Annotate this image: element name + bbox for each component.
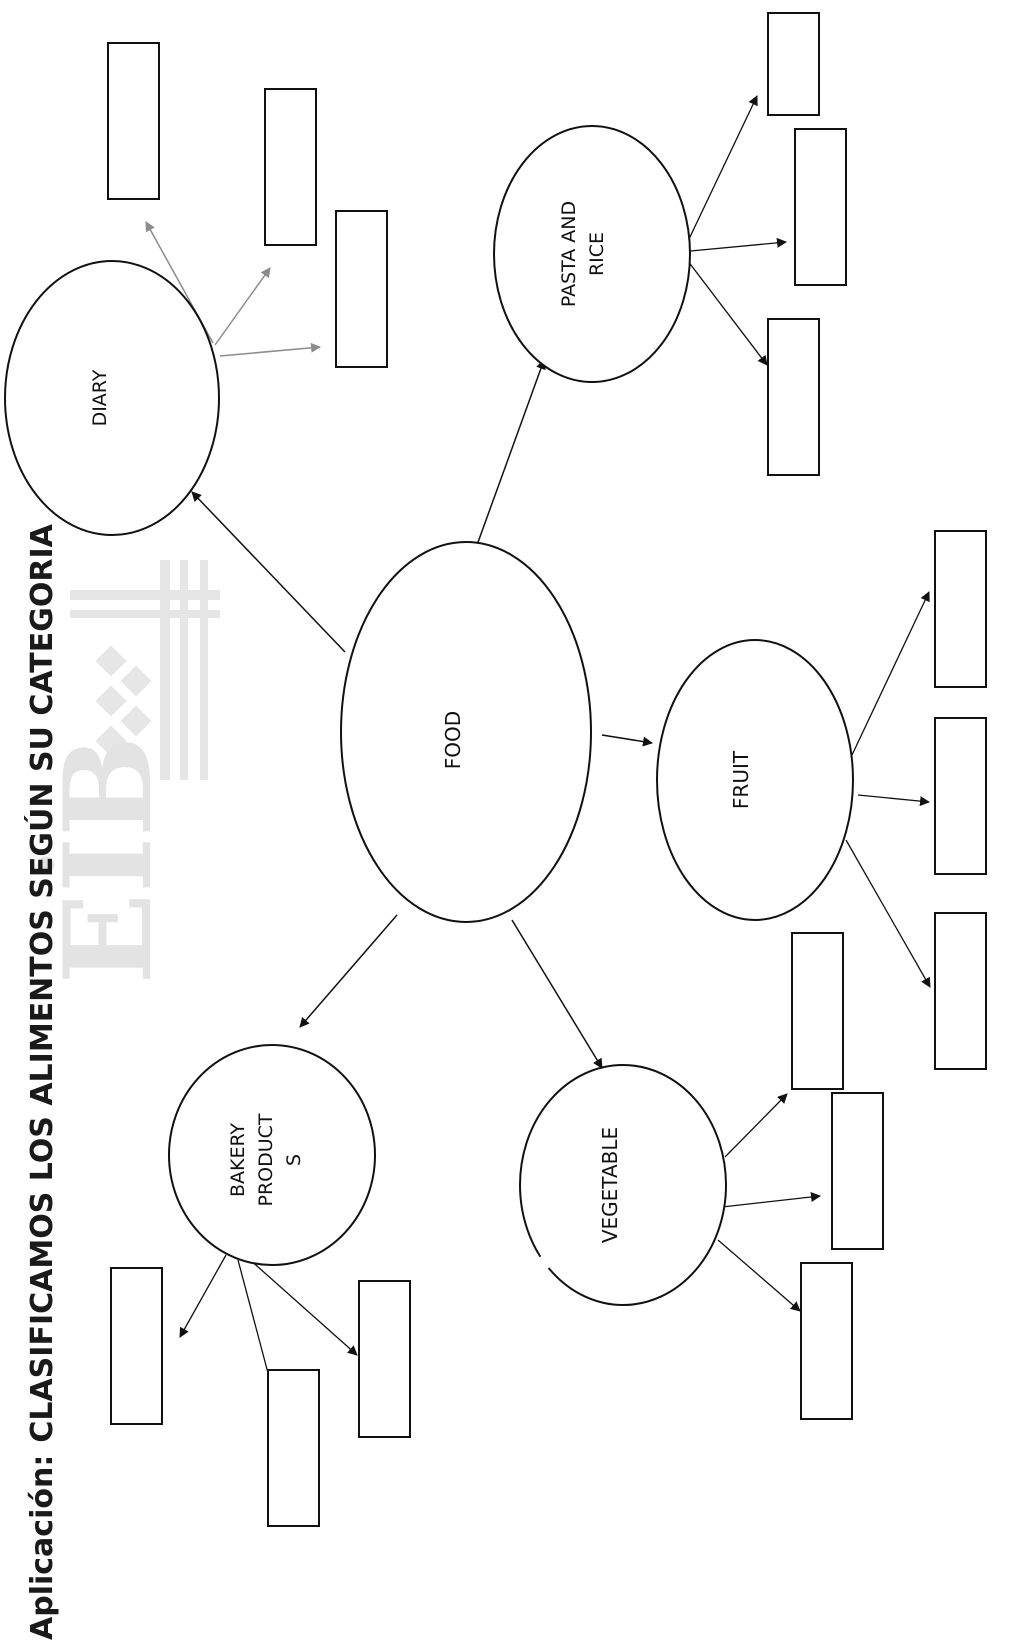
arrow-food-bakery <box>299 914 398 1028</box>
answer-box-pasta-3[interactable] <box>767 318 820 476</box>
bakery-label-line2: PRODUCT <box>255 1113 277 1206</box>
arrow-vegetable-box2 <box>721 1192 821 1208</box>
answer-box-vegetable-2[interactable] <box>831 1092 884 1250</box>
answer-box-fruit-1[interactable] <box>934 530 987 688</box>
arrow-fruit-box1 <box>851 591 930 756</box>
arrow-bakery-box1 <box>179 1254 227 1338</box>
node-pasta <box>493 125 691 383</box>
answer-box-diary-2[interactable] <box>264 88 317 246</box>
bakery-label-line3: S <box>283 1154 305 1166</box>
node-label-food: FOOD <box>441 711 465 769</box>
arrow-diary-box2 <box>214 267 271 346</box>
answer-box-fruit-2[interactable] <box>934 717 987 875</box>
node-diary <box>4 260 220 536</box>
answer-box-diary-3[interactable] <box>335 210 388 368</box>
title-text: CLASIFICAMOS LOS ALIMENTOS SEGÚN SU CATE… <box>23 523 60 1442</box>
arrow-fruit-box3 <box>845 839 931 988</box>
answer-box-bakery-1[interactable] <box>110 1267 163 1425</box>
answer-box-bakery-3[interactable] <box>358 1280 411 1438</box>
arrow-food-vegetable <box>511 919 603 1069</box>
node-bakery <box>168 1044 376 1266</box>
pasta-label-line2: RICE <box>586 232 608 276</box>
arrow-pasta-box2 <box>679 237 787 253</box>
node-fruit <box>656 639 854 921</box>
arrow-pasta-box3 <box>677 247 768 366</box>
node-label-pasta: PASTA AND RICE <box>558 201 608 307</box>
answer-box-fruit-3[interactable] <box>934 912 987 1070</box>
arrow-diary-box3 <box>219 342 321 357</box>
node-label-bakery: BAKERY PRODUCT S <box>227 1113 305 1206</box>
watermark-text: EİB <box>37 735 179 984</box>
vegetable-connectors <box>717 1093 821 1312</box>
watermark-logo: EİB <box>37 560 220 985</box>
bakery-connectors <box>179 1254 358 1374</box>
fruit-connectors <box>845 591 931 988</box>
answer-box-pasta-1[interactable] <box>767 12 820 116</box>
page-title: Aplicación: CLASIFICAMOS LOS ALIMENTOS SE… <box>23 523 60 1640</box>
answer-box-pasta-2[interactable] <box>794 128 847 286</box>
node-label-diary: DIARY <box>89 369 111 426</box>
arrow-bakery-box2 <box>237 1259 269 1374</box>
node-vegetable <box>512 1064 727 1306</box>
bakery-label-line1: BAKERY <box>227 1123 249 1197</box>
arrow-fruit-box2 <box>857 794 930 807</box>
arrow-food-diary <box>191 491 346 653</box>
node-food <box>340 541 592 923</box>
arrow-food-fruit <box>601 734 653 747</box>
answer-box-vegetable-3[interactable] <box>800 1262 853 1420</box>
arrow-pasta-box1 <box>679 95 758 259</box>
answer-box-vegetable-1[interactable] <box>791 932 844 1090</box>
node-label-fruit: FRUIT <box>729 750 753 809</box>
title-prefix: Aplicación: <box>25 1455 60 1640</box>
arrow-bakery-box3 <box>247 1257 358 1356</box>
arrow-vegetable-box1 <box>724 1093 788 1158</box>
answer-box-bakery-2[interactable] <box>267 1369 320 1527</box>
arrow-food-pasta <box>476 359 546 546</box>
answer-box-diary-1[interactable] <box>107 42 160 200</box>
arrow-vegetable-box3 <box>717 1239 801 1312</box>
pasta-label-line1: PASTA AND <box>558 201 580 307</box>
pasta-connectors <box>677 95 787 366</box>
food-connectors <box>191 359 653 1069</box>
node-label-vegetable: VEGETABLE <box>598 1127 622 1243</box>
